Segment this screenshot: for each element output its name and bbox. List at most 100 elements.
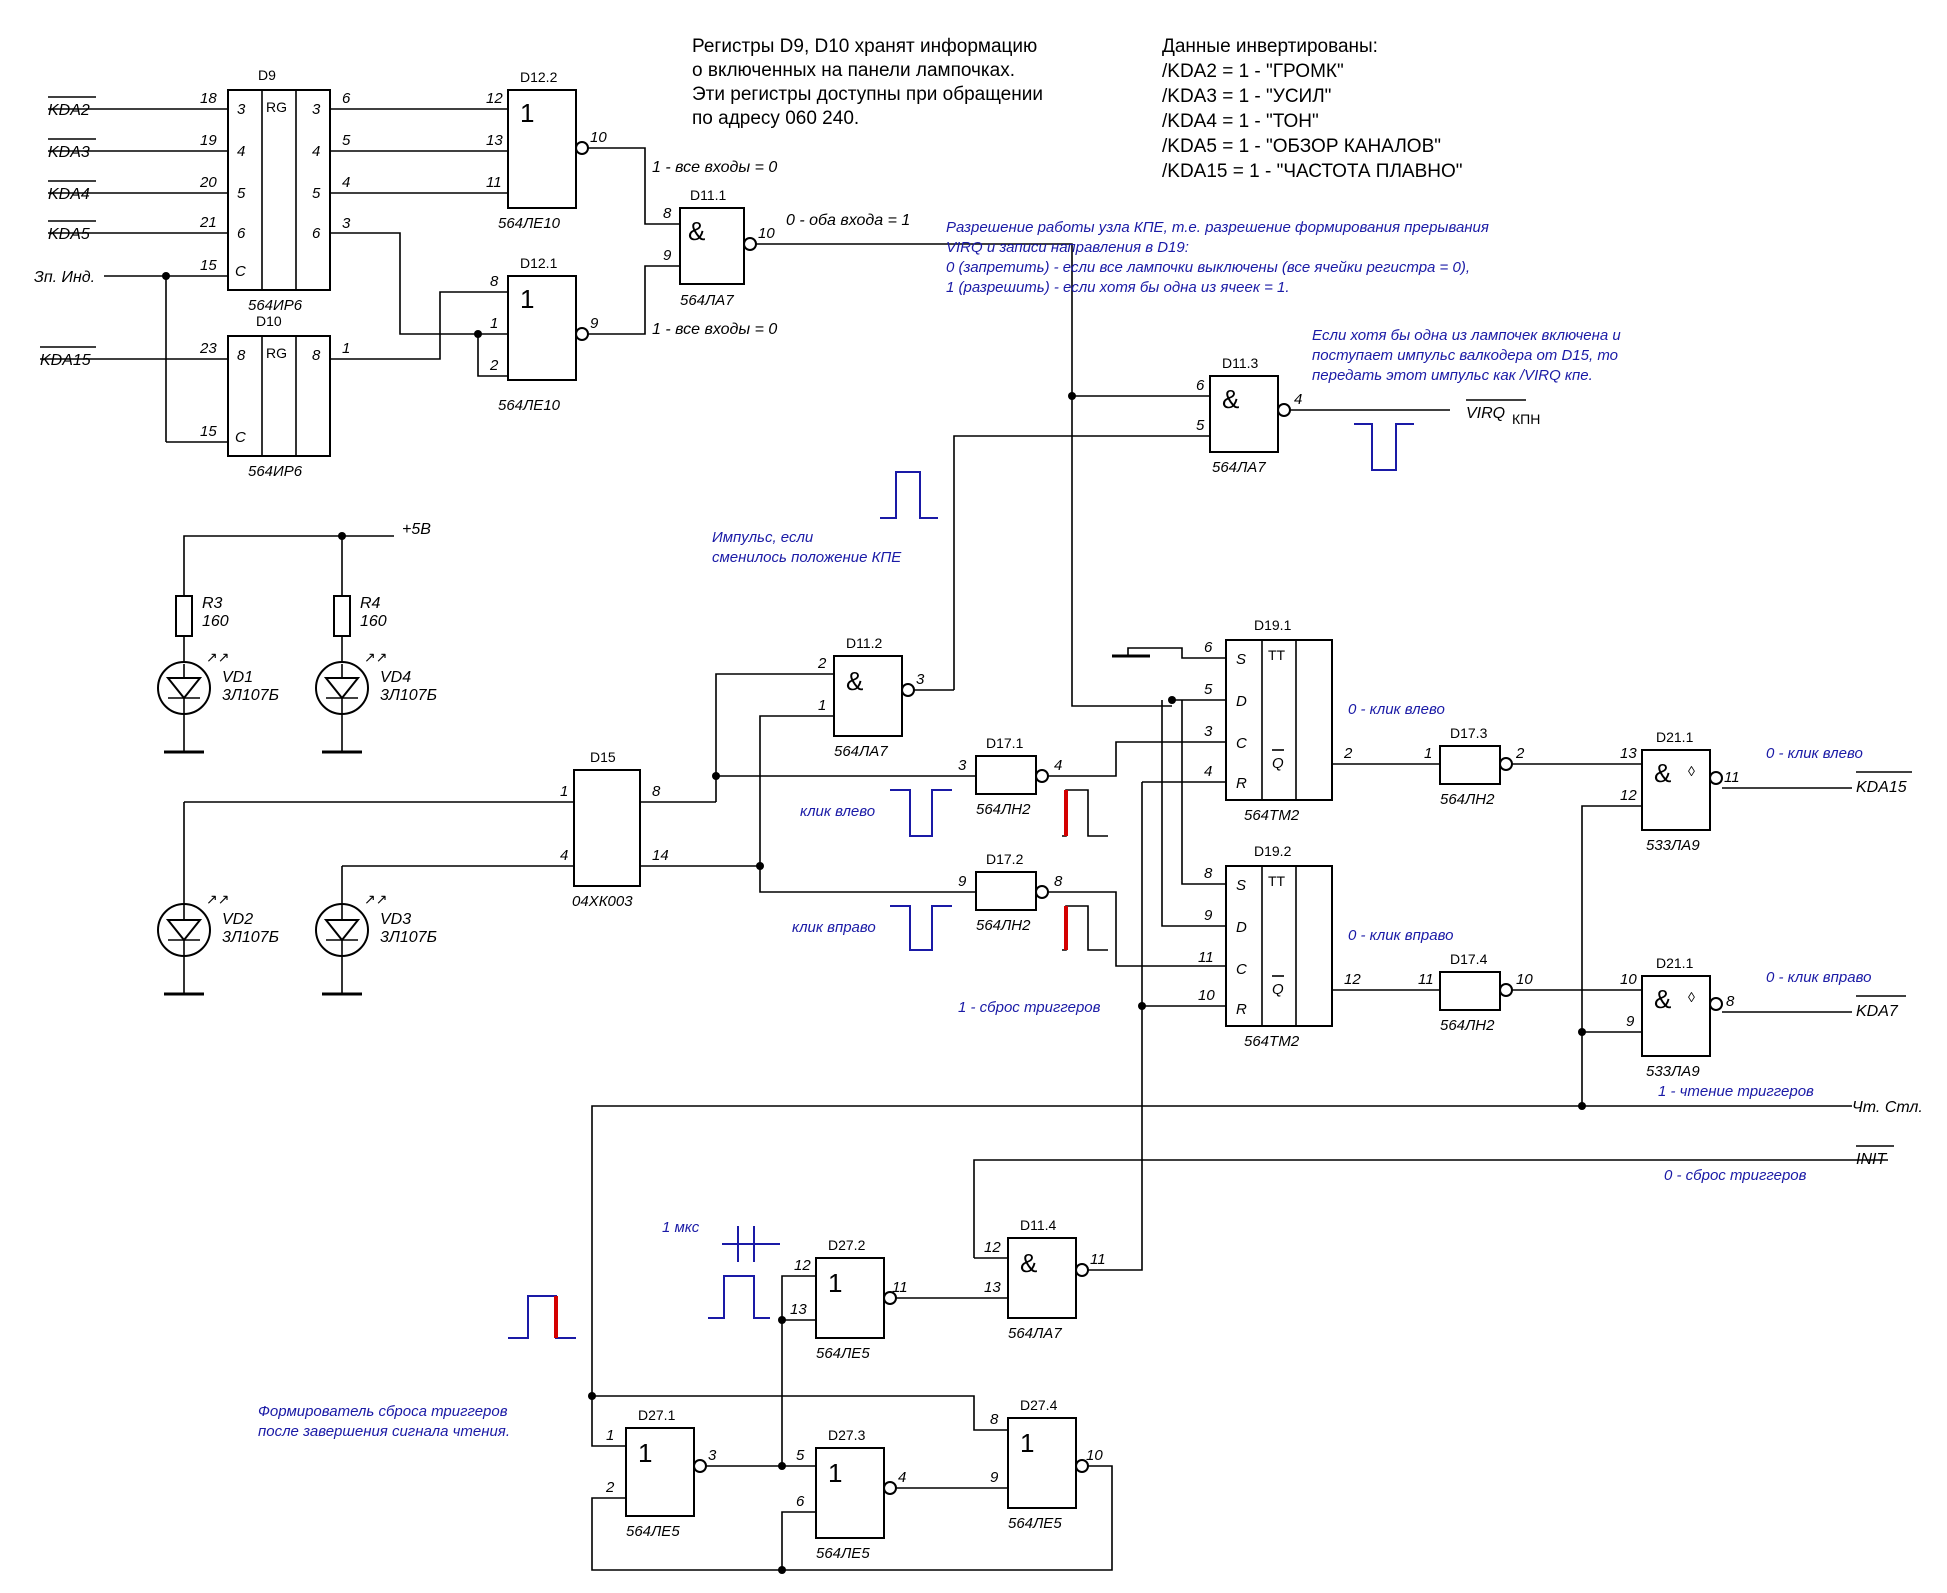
svg-text:1: 1 [828,1268,842,1298]
registers-note: Регистры D9, D10 хранят информацию о вкл… [692,36,1043,129]
svg-text:3: 3 [237,101,246,118]
svg-text:KDA5: KDA5 [48,226,90,243]
svg-text:10: 10 [758,225,775,242]
svg-text:5: 5 [312,185,321,202]
svg-text:/KDA2 = 1 - "ГРОМК": /KDA2 = 1 - "ГРОМК" [1162,61,1344,82]
svg-text:D19.2: D19.2 [1254,843,1292,859]
svg-text:Разрешение работы узла КПЕ, т.: Разрешение работы узла КПЕ, т.е. разреше… [946,219,1489,236]
svg-text:11: 11 [1198,949,1214,966]
svg-text:Импульс, если: Импульс, если [712,529,814,546]
svg-text:4: 4 [342,174,350,191]
svg-text:D21.1: D21.1 [1656,955,1694,971]
svg-text:D17.3: D17.3 [1450,725,1488,741]
svg-text:564ЛН2: 564ЛН2 [1440,791,1495,808]
svg-text:12: 12 [1620,787,1637,804]
svg-text:D11.3: D11.3 [1222,355,1259,371]
svg-text:после завершения сигнала чтени: после завершения сигнала чтения. [258,1423,510,1440]
svg-text:21: 21 [199,214,217,231]
svg-text:4: 4 [237,143,245,160]
svg-text:TT: TT [1268,647,1286,663]
svg-text:8: 8 [990,1411,999,1428]
note-out-right: 0 - клик вправо [1766,969,1871,986]
svg-text:4: 4 [898,1469,906,1486]
svg-text:3: 3 [1204,723,1213,740]
svg-text:564ЛЕ5: 564ЛЕ5 [816,1345,870,1362]
chip-d9: D9 RG 564ИР6 34 56 C 34 56 [227,67,331,314]
svg-text:о включенных на панели лампочк: о включенных на панели лампочках. [692,60,1015,81]
signal-init: INIT [1856,1145,1894,1168]
chip-d19-1: D19.1 TT 564ТМ2 SD CR Q [1225,617,1333,824]
svg-text:&: & [688,216,705,246]
svg-text:11: 11 [1090,1251,1106,1268]
svg-text:564ЛА7: 564ЛА7 [680,292,734,309]
svg-text:3: 3 [342,215,351,232]
note-q-left: 0 - клик влево [1348,701,1445,718]
svg-text:D21.1: D21.1 [1656,729,1694,745]
output-virq: VIRQ КПН [1466,399,1540,427]
svg-text:D11.1: D11.1 [690,187,727,203]
note-q-right: 0 - клик вправо [1348,927,1453,944]
svg-text:6: 6 [1196,377,1205,394]
svg-text:1: 1 [520,98,534,128]
svg-text:Регистры D9, D10 хранят информ: Регистры D9, D10 хранят информацию [692,36,1037,57]
svg-text:D: D [1236,919,1247,936]
svg-text:TT: TT [1268,873,1286,889]
note-former: Формирователь сброса триггеров после зав… [258,1403,510,1440]
chip-d10: D10 RG 564ИР6 8 C 8 [227,313,331,480]
svg-text:0 (запретить) - если все лампо: 0 (запретить) - если все лампочки выключ… [946,259,1470,276]
waveform-click-right [890,905,952,951]
svg-text:9: 9 [590,315,599,332]
svg-text:1: 1 [1424,745,1432,762]
svg-text:3: 3 [958,757,967,774]
chip-d27-3: D27.3 1 564ЛЕ5 [815,1427,897,1562]
svg-text:9: 9 [663,247,672,264]
svg-text:5: 5 [237,185,246,202]
svg-text:Q: Q [1272,981,1284,998]
svg-text:6: 6 [342,90,351,107]
pulse-1us: 1 мкс [662,1219,780,1319]
svg-text:C: C [235,263,246,280]
note-all-zero-a: 1 - все входы = 0 [652,159,777,176]
svg-text:передать этот импульс как /VIR: передать этот импульс как /VIRQ кпе. [1312,367,1593,384]
input-kda15: KDA15 23 [40,340,228,369]
svg-text:R: R [1236,775,1247,792]
svg-text:564ТМ2: 564ТМ2 [1244,1033,1300,1050]
svg-text:10: 10 [590,129,607,146]
svg-text:10: 10 [1086,1447,1103,1464]
note-all-zero-b: 1 - все входы = 0 [652,321,777,338]
svg-text:1 мкс: 1 мкс [662,1219,700,1236]
svg-text:4: 4 [560,847,568,864]
svg-text:D27.2: D27.2 [828,1237,866,1253]
svg-text:/KDA4 = 1 - "ТОН": /KDA4 = 1 - "ТОН" [1162,111,1319,132]
led-vd3: VD3 3Л107Б ↗↗ [315,866,437,996]
svg-text:6: 6 [796,1493,805,1510]
svg-text:19: 19 [200,132,217,149]
svg-text:R: R [1236,1001,1247,1018]
chip-d11-3: D11.3 & 564ЛА7 [1209,355,1291,476]
svg-text:↗↗: ↗↗ [364,649,387,665]
svg-text:D15: D15 [590,749,616,765]
svg-text:D12.2: D12.2 [520,69,558,85]
svg-text:D17.4: D17.4 [1450,951,1488,967]
signal-cht-stl: Чт. Стл. [1852,1099,1923,1116]
svg-text:533ЛА9: 533ЛА9 [1646,837,1700,854]
svg-text:4: 4 [1204,763,1212,780]
svg-text:8: 8 [652,783,661,800]
svg-text:8: 8 [237,347,246,364]
input-kda3: KDA3 19 [48,132,228,161]
chip-d19-2: D19.2 TT 564ТМ2 SD CR Q [1225,843,1333,1050]
svg-text:564ЛА7: 564ЛА7 [1008,1325,1062,1342]
svg-text:2: 2 [1343,745,1353,762]
svg-text:6: 6 [312,225,321,242]
svg-text:KDA4: KDA4 [48,186,90,203]
note-both-one: 0 - оба входа = 1 [786,212,910,229]
led-vd1: VD1 3Л107Б ↗↗ [157,649,279,754]
svg-text:R4: R4 [360,595,381,612]
svg-text:D10: D10 [256,313,282,329]
svg-text:1: 1 [606,1427,614,1444]
svg-text:8: 8 [663,205,672,222]
svg-text:C: C [1236,735,1247,752]
svg-text:1: 1 [342,340,350,357]
svg-text:1: 1 [1020,1428,1034,1458]
resistor-r3: R3 160 [175,595,229,664]
